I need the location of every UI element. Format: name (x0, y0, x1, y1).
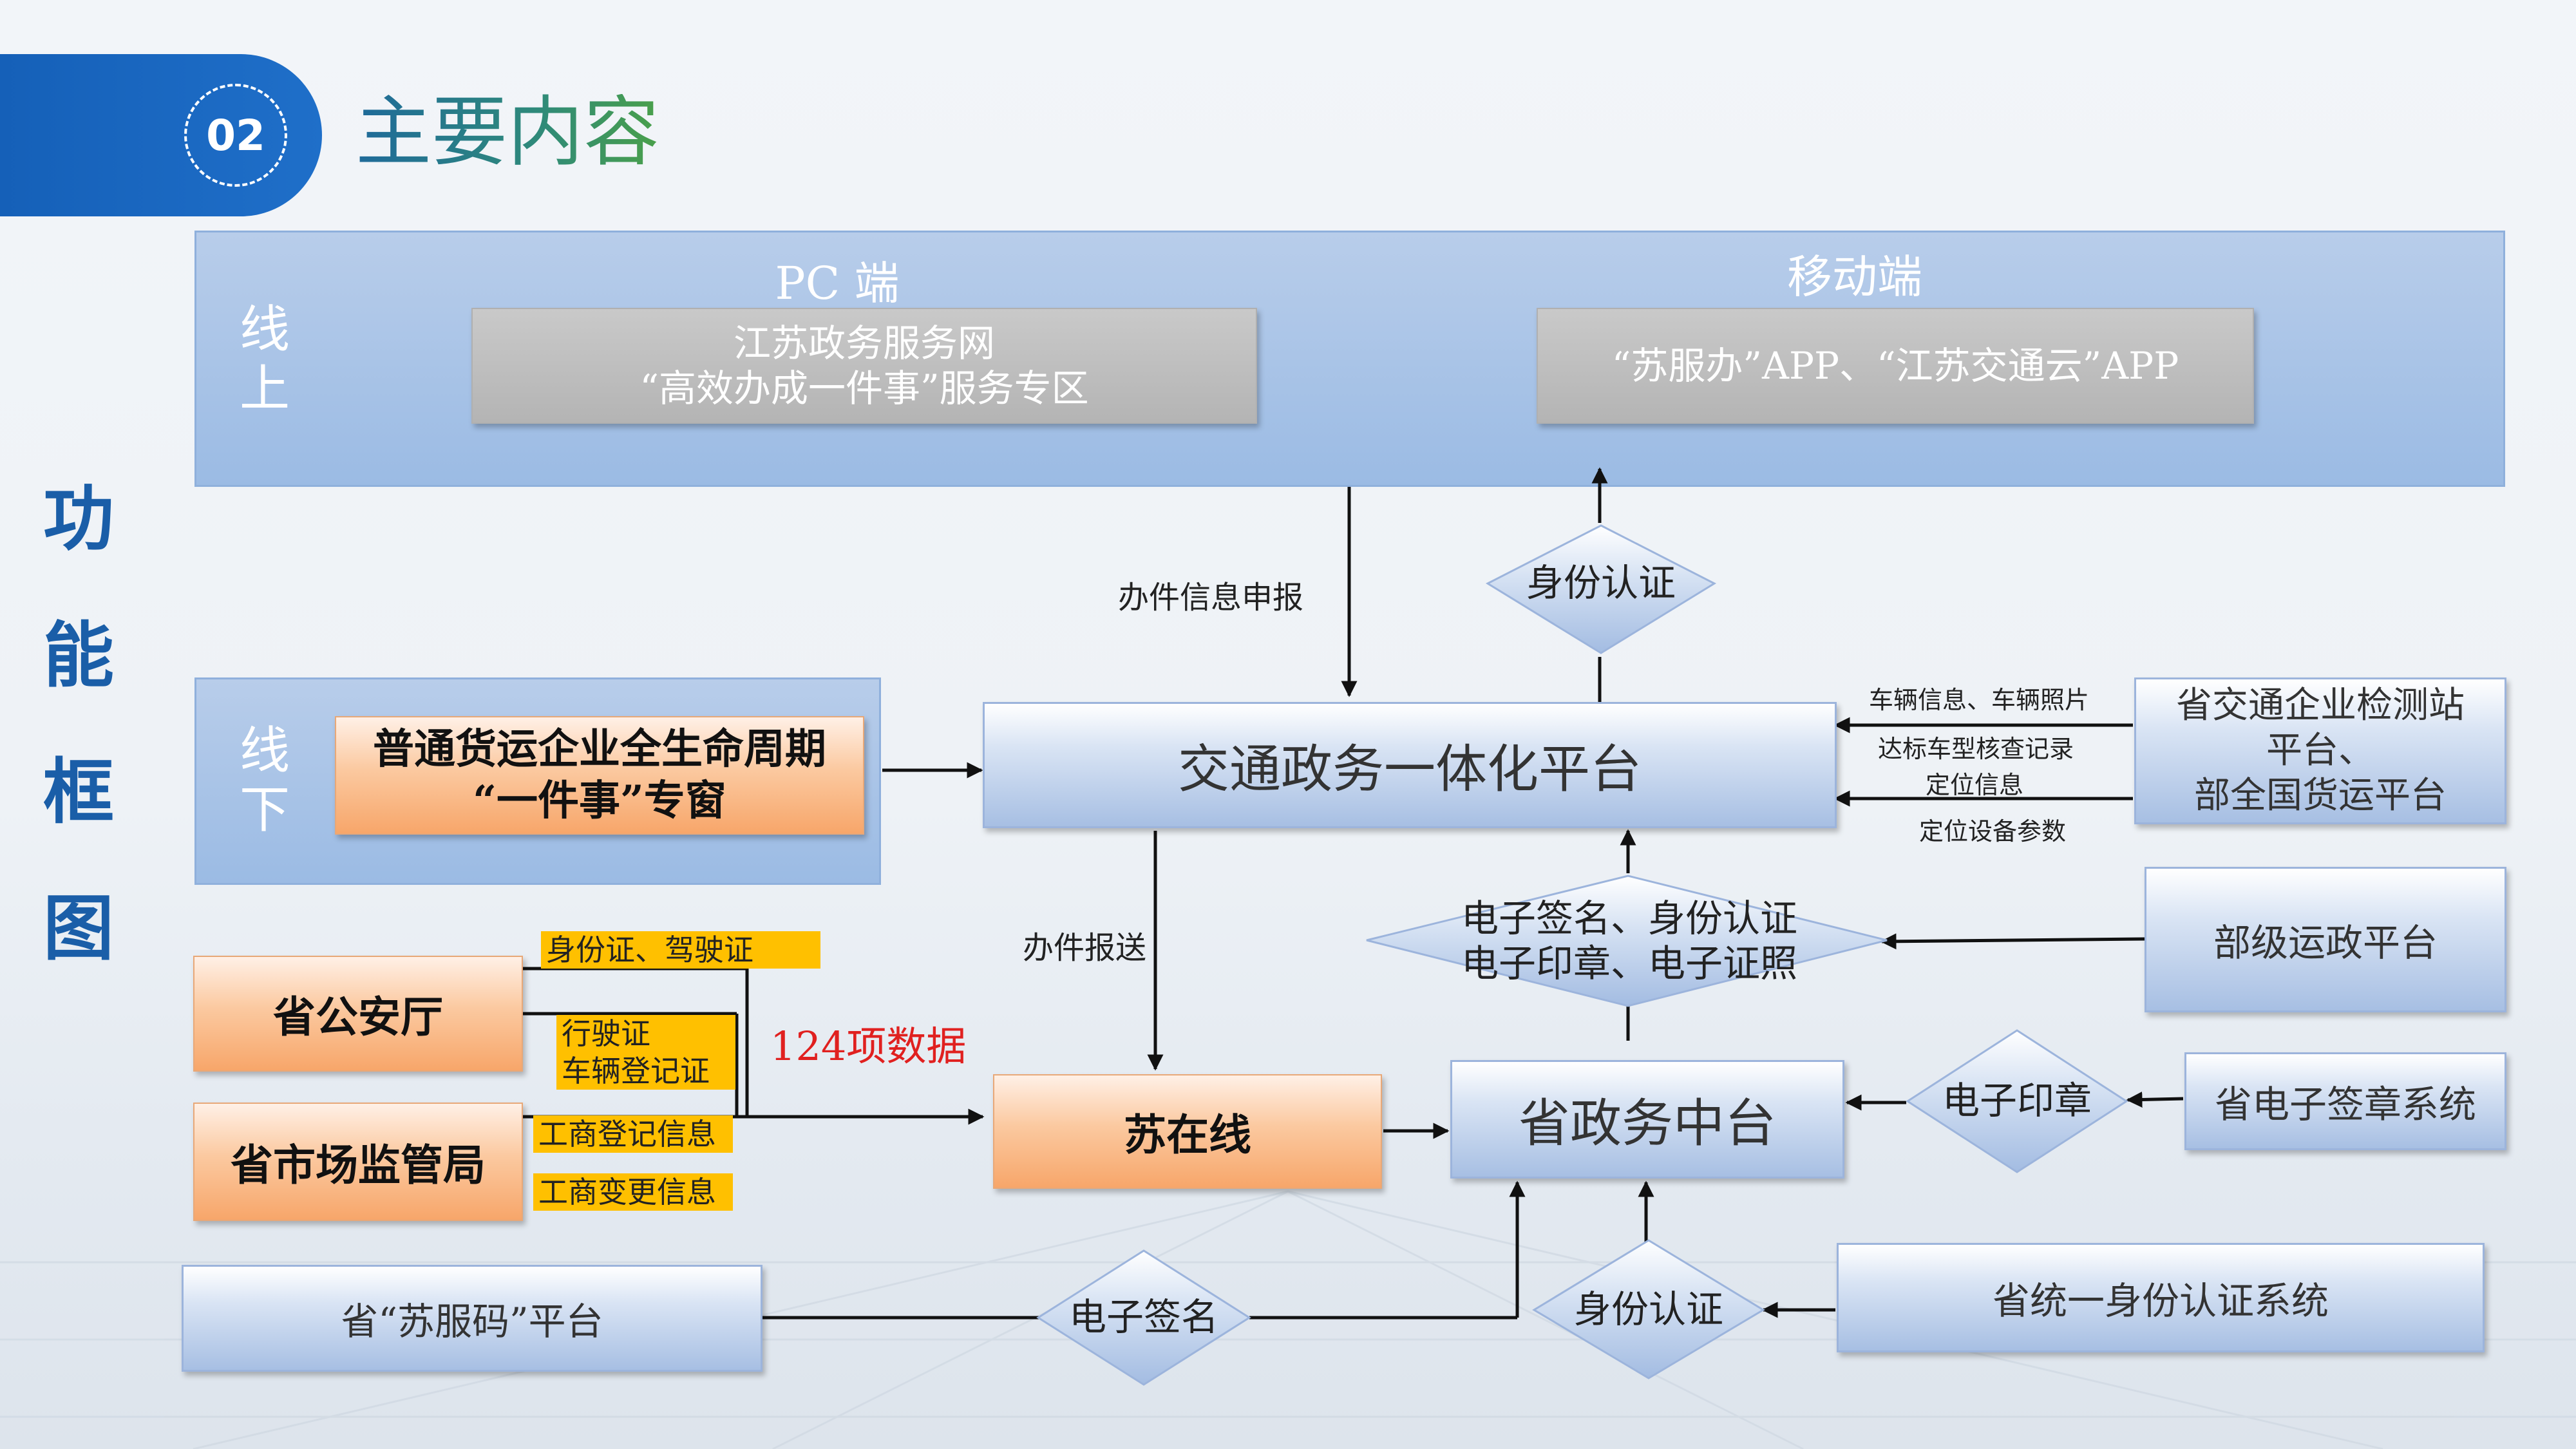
side-title: 功 能 框 图 (40, 451, 117, 997)
market-box[interactable]: 省市场监管局 (193, 1103, 523, 1221)
police-box[interactable]: 省公安厅 (193, 956, 523, 1072)
offline-label: 线下 (239, 722, 290, 839)
online-label: 线上 (239, 301, 290, 418)
middle-platform-box[interactable]: 省政务中台 (1450, 1060, 1844, 1179)
traffic-platform-box[interactable]: 交通政务一体化平台 (983, 702, 1837, 828)
edge-label-vehicle-info: 车辆信息、车辆照片 (1869, 686, 2090, 714)
esign-diamond: 电子签名 (1068, 1295, 1218, 1339)
edge-label-report: 办件报送 (1023, 930, 1147, 966)
edge-label-location: 定位信息 (1926, 771, 2024, 799)
data-count-label: 124项数据 (770, 1023, 967, 1070)
label-vehicle-docs: 行驶证 车辆登记证 (556, 1015, 735, 1090)
services-diamond: 电子签名、身份认证电子印章、电子证照 (1461, 896, 1797, 985)
label-id-license: 身份证、驾驶证 (541, 931, 820, 969)
edge-label-submit-info: 办件信息申报 (1118, 580, 1304, 616)
identity-diamond-bottom: 身份认证 (1573, 1287, 1723, 1331)
seal-diamond: 电子印章 (1942, 1079, 2092, 1122)
identity-system-box[interactable]: 省统一身份认证系统 (1837, 1243, 2485, 1352)
edge-label-device: 定位设备参数 (1919, 817, 2067, 846)
esign-system-box[interactable]: 省电子签章系统 (2184, 1052, 2506, 1150)
mobile-heading: 移动端 (1787, 251, 1922, 303)
pc-heading: PC 端 (775, 257, 900, 310)
side-title-char: 图 (43, 887, 114, 970)
pc-portal-box[interactable]: 江苏政务服务网“高效办成一件事”服务专区 (471, 308, 1257, 424)
page-title: 主要内容 (355, 88, 660, 176)
edge-label-check-record: 达标车型核查记录 (1878, 735, 2074, 763)
offline-window-box[interactable]: 普通货运企业全生命周期“一件事”专窗 (335, 716, 864, 835)
label-biz-reg: 工商登记信息 (533, 1115, 733, 1153)
side-title-char: 能 (43, 614, 114, 697)
side-title-char: 框 (43, 751, 114, 833)
check-station-box[interactable]: 省交通企业检测站平台、部全国货运平台 (2134, 677, 2506, 824)
mobile-app-box[interactable]: “苏服办”APP、“江苏交通云”APP (1537, 308, 2254, 424)
label-biz-change: 工商变更信息 (533, 1173, 733, 1211)
sufuma-box[interactable]: 省“苏服码”平台 (182, 1265, 762, 1372)
identity-diamond-top: 身份认证 (1526, 561, 1676, 605)
side-title-char: 功 (43, 478, 114, 560)
ministry-platform-box[interactable]: 部级运政平台 (2145, 867, 2506, 1012)
suzaixian-box[interactable]: 苏在线 (993, 1074, 1382, 1189)
section-number: 02 (184, 84, 287, 187)
